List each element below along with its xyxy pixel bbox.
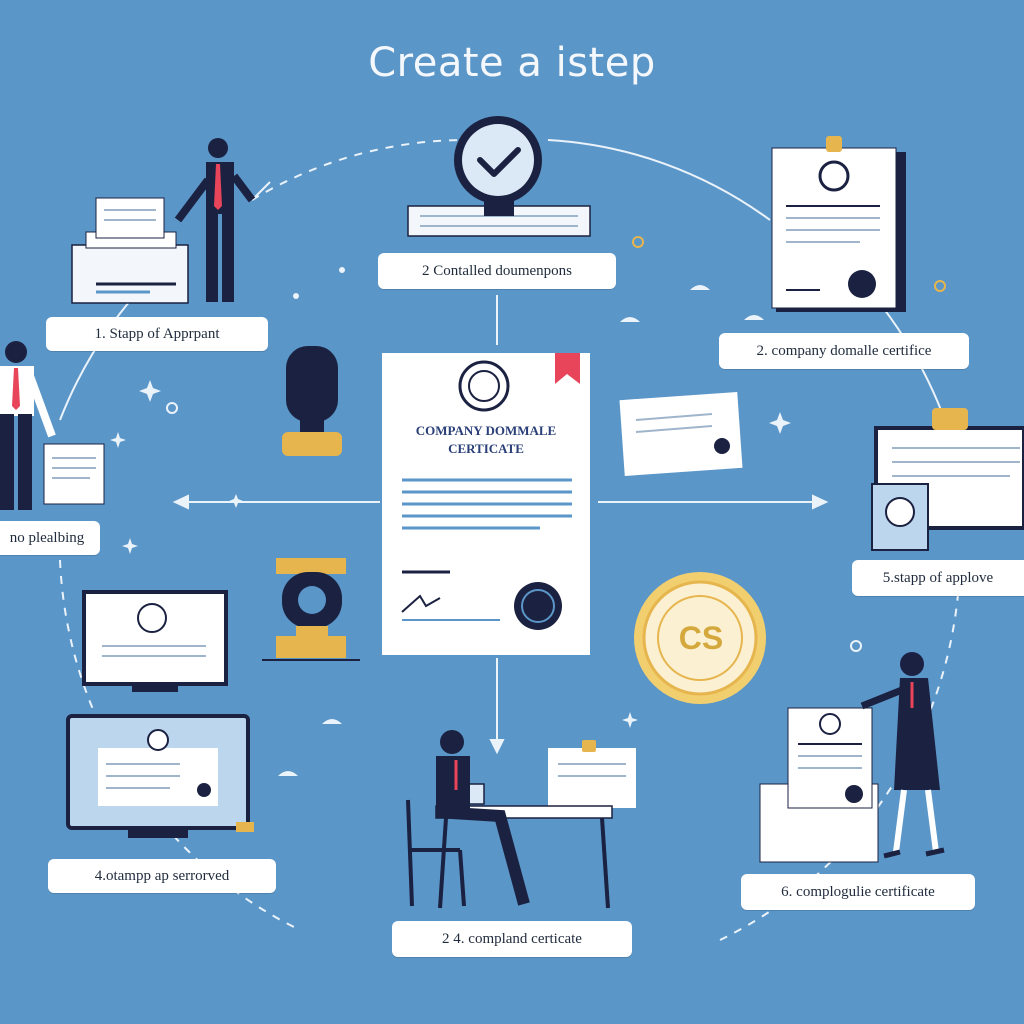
checkmark-monitor-icon [407, 116, 591, 237]
center-arrows [172, 181, 829, 755]
small-document-card [619, 391, 743, 477]
monitor-with-seal-illustration [82, 590, 228, 692]
certificate-title-line2: CERTICATE [448, 441, 524, 456]
certificate-title: COMPANY DOMMALE CERTICATE [384, 422, 588, 458]
sparkle-decorations [110, 236, 946, 776]
step-label-left-top: 1. Stapp of Apprpant [46, 317, 268, 351]
black-stamp-icon [282, 346, 342, 456]
gold-seal-badge [634, 572, 766, 704]
company-certificate-illustration [382, 353, 590, 655]
step-label-left-bottom: 4.otampp ap serrorved [48, 859, 276, 893]
computer-monitor-illustration [66, 714, 254, 838]
man-with-paper-illustration [0, 341, 105, 510]
woman-with-documents-illustration [759, 652, 945, 863]
gold-stamp-icon [262, 558, 360, 661]
woman-at-desk-illustration [406, 730, 636, 909]
step-label-left-mid: no plealbing [0, 521, 100, 555]
step-label-top: 2 Contalled doumenpons [378, 253, 616, 289]
seal-text: CS [678, 620, 724, 656]
step-label-bottom-center: 2 4. compland certicate [392, 921, 632, 957]
framed-document-illustration [871, 408, 1024, 551]
step-label-right-mid: 5.stapp of applove [852, 560, 1024, 596]
diagram-title: Create a istep [368, 40, 656, 86]
stamped-document-illustration [771, 136, 906, 312]
man-with-copier-illustration [71, 138, 256, 304]
certificate-title-line1: COMPANY DOMMALE [415, 423, 557, 438]
step-label-right-top: 2. company domalle certifice [719, 333, 969, 369]
step-label-right-bottom: 6. complogulie certificate [741, 874, 975, 910]
